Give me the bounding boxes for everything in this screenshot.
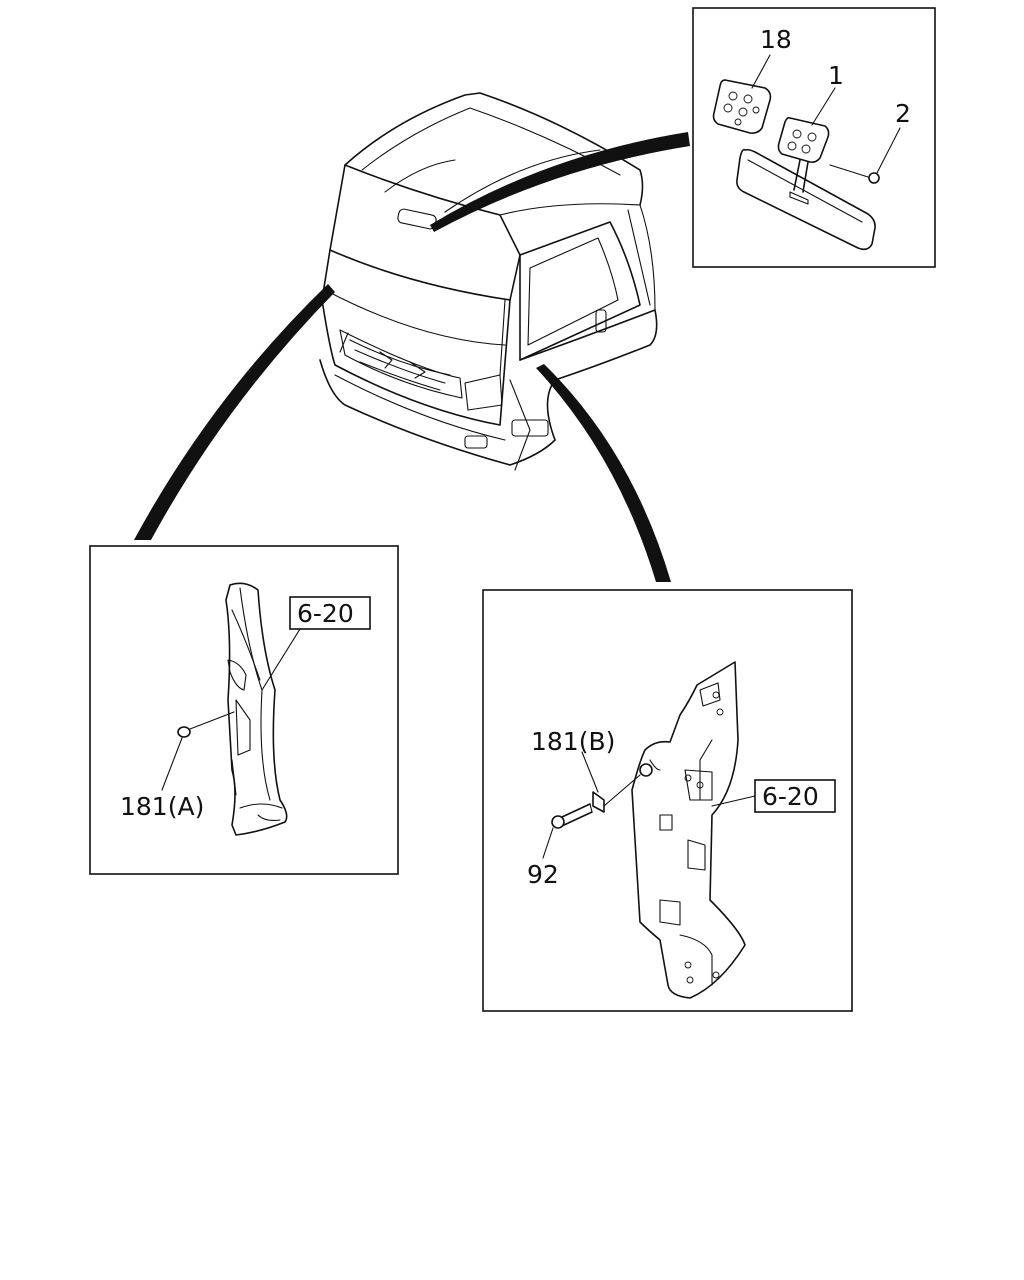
leader-181b <box>581 751 599 793</box>
ref-box-right <box>754 779 836 813</box>
callout-92: 92 <box>527 860 559 889</box>
leader-1 <box>811 87 836 126</box>
leader-arc-right <box>536 364 671 582</box>
leader-92 <box>542 827 554 859</box>
right-pillar-part <box>551 661 746 999</box>
leader-181a-target <box>189 711 235 730</box>
ref-label-right: 6-20 <box>762 782 819 811</box>
truck-cab-illustration <box>319 92 658 471</box>
ref-box-left <box>289 596 371 630</box>
leader-ref-right <box>711 795 756 807</box>
leader-arc-mirror <box>430 132 690 232</box>
leader-181b-target <box>603 774 641 807</box>
leader-arc-left <box>134 284 335 540</box>
callout-2: 2 <box>895 99 911 128</box>
callout-1: 1 <box>828 61 844 90</box>
leader-181a <box>161 737 183 791</box>
ref-label-left: 6-20 <box>297 599 354 628</box>
mirror-assembly <box>712 79 880 251</box>
callout-181a: 181(A) <box>120 792 204 821</box>
mirror-detail-box <box>692 7 936 268</box>
leader-ref-left <box>261 628 301 691</box>
callout-18: 18 <box>760 25 792 54</box>
callout-181b: 181(B) <box>531 727 615 756</box>
left-pillar-detail-box <box>89 545 399 875</box>
leader-2 <box>876 127 901 174</box>
leader-18 <box>751 54 771 89</box>
